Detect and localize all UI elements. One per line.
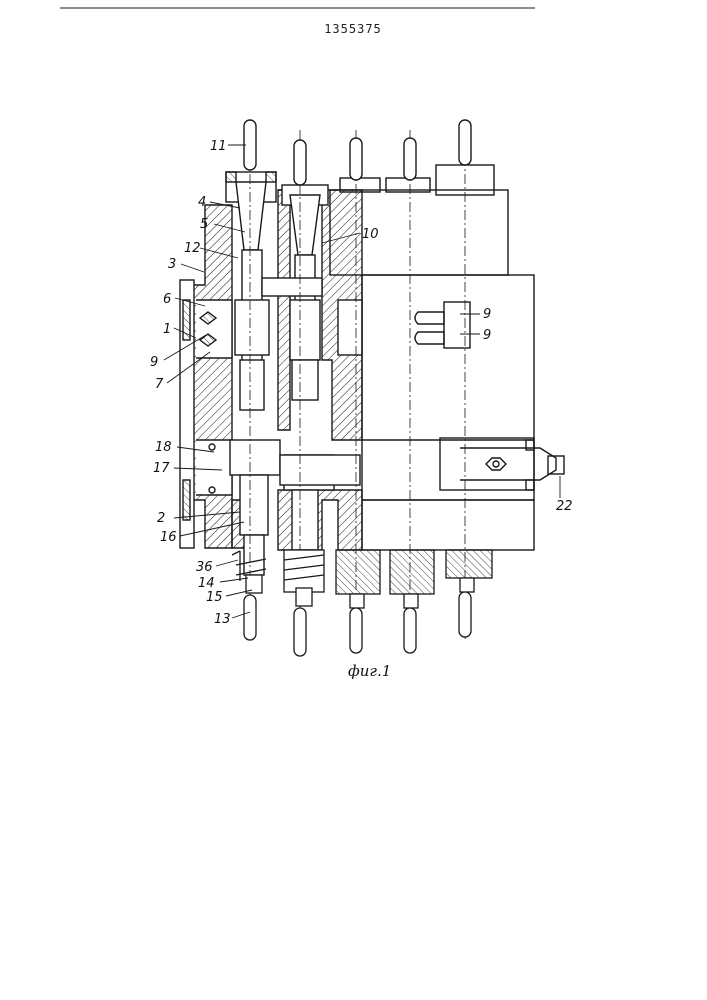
label-2: 2	[157, 511, 165, 526]
label-10: 10	[362, 227, 379, 242]
label-9-upper: 9	[483, 307, 491, 322]
figure-caption: фиг.1	[348, 662, 391, 680]
housing-section	[180, 172, 362, 585]
label-1: 1	[163, 322, 171, 337]
label-22: 22	[556, 499, 573, 514]
label-13: 13	[214, 612, 231, 627]
label-18: 18	[155, 440, 172, 455]
bottom-springs	[232, 550, 492, 656]
label-7: 7	[155, 377, 164, 392]
label-9-lower: 9	[483, 328, 491, 343]
label-5: 5	[200, 217, 208, 232]
label-36: 36	[196, 560, 213, 575]
label-3: 3	[168, 257, 176, 272]
label-15: 15	[206, 590, 223, 605]
top-electrodes	[244, 120, 471, 185]
label-16: 16	[160, 530, 177, 545]
label-11: 11	[210, 139, 227, 154]
label-12: 12	[184, 241, 201, 256]
label-14: 14	[198, 576, 215, 591]
label-17: 17	[153, 461, 170, 476]
label-4: 4	[198, 195, 206, 210]
label-9: 9	[150, 355, 158, 370]
label-6: 6	[163, 292, 171, 307]
patent-number: 1355375	[324, 22, 382, 36]
